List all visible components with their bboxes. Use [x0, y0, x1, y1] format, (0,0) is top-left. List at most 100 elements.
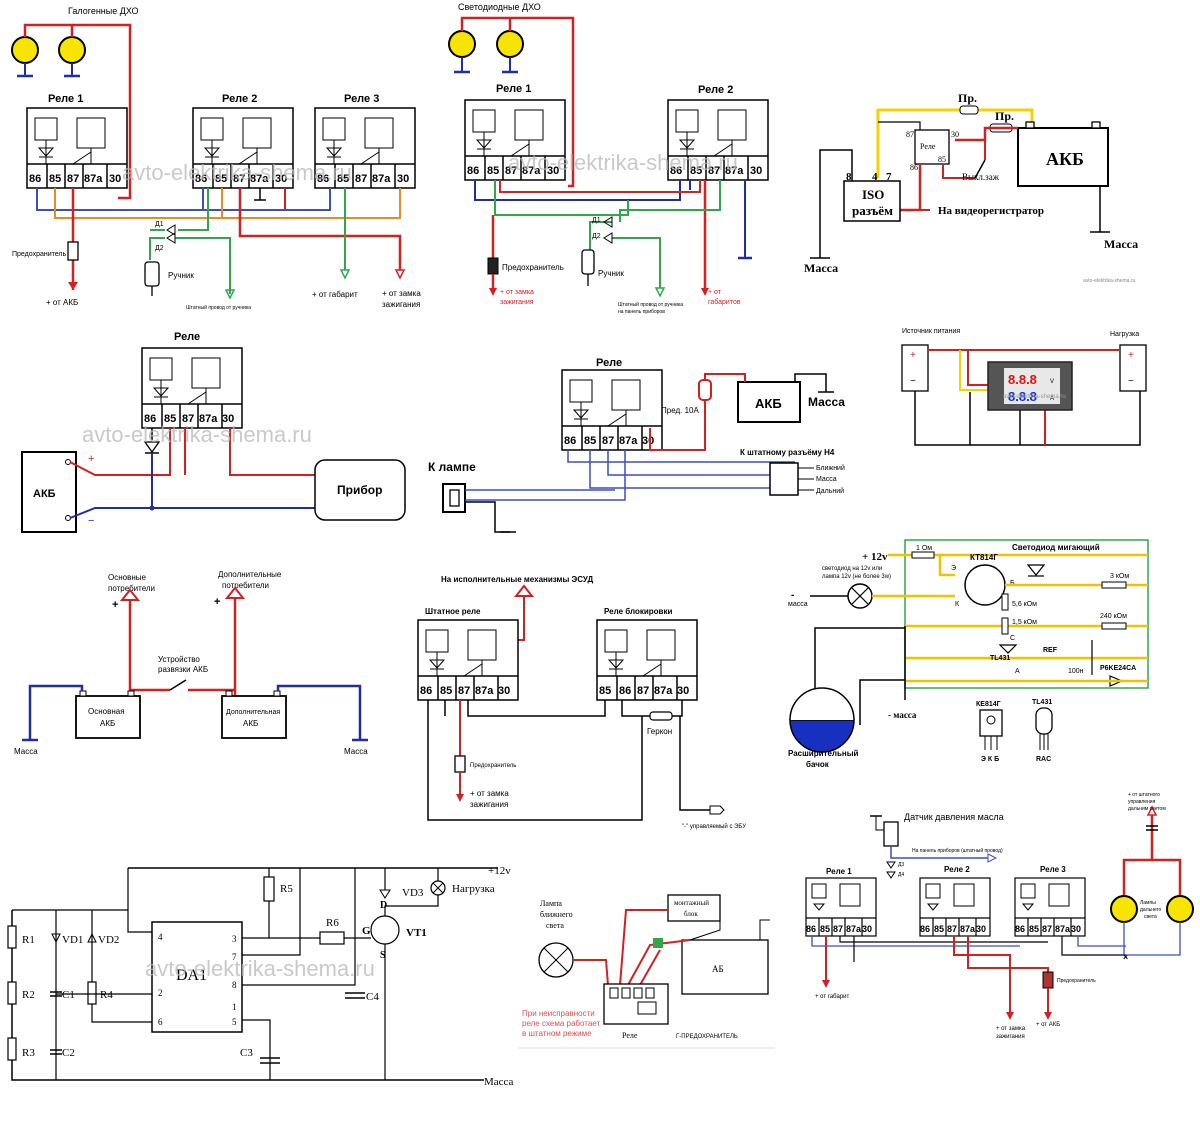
svg-text:85: 85	[215, 173, 227, 185]
svg-text:R4: R4	[100, 989, 113, 1001]
svg-text:85: 85	[820, 924, 830, 934]
svg-text:Ручник: Ручник	[598, 269, 624, 278]
d1-relay3-label: Реле 3	[344, 93, 379, 105]
svg-text:К лампе: К лампе	[428, 460, 476, 474]
svg-text:+ от габарит: + от габарит	[312, 290, 358, 299]
svg-text:Реле: Реле	[622, 1031, 638, 1040]
svg-text:R5: R5	[280, 883, 293, 895]
svg-text:Ручник: Ручник	[168, 271, 194, 280]
d9-tl-package	[1035, 707, 1053, 735]
svg-text:Масса: Масса	[1104, 237, 1138, 251]
svg-text:V: V	[1050, 379, 1054, 385]
svg-text:+ от замка: + от замка	[996, 1026, 1026, 1032]
svg-text:8: 8	[232, 980, 237, 990]
d10-mosfet-icon	[370, 915, 400, 945]
svg-text:Пр.: Пр.	[958, 91, 977, 105]
svg-text:Э К Б: Э К Б	[981, 756, 999, 763]
d3-relay	[914, 129, 950, 165]
svg-text:240 кОм: 240 кОм	[1100, 613, 1127, 620]
diagram-low-beam: Лампа ближнего света монтажный блок АБ Р…	[518, 894, 775, 1049]
svg-text:86: 86	[920, 924, 930, 934]
svg-text:87a: 87a	[725, 165, 744, 177]
svg-text:Выкл.заж: Выкл.заж	[962, 172, 1000, 182]
svg-text:5,6 кОм: 5,6 кОм	[1012, 601, 1037, 608]
svg-text:Д1: Д1	[592, 217, 601, 224]
svg-text:Светодиод мигающий: Светодиод мигающий	[1012, 543, 1100, 552]
svg-text:Нагрузка: Нагрузка	[452, 883, 495, 895]
svg-text:Пред. 10А: Пред. 10А	[661, 406, 699, 415]
svg-text:87a: 87a	[250, 173, 269, 185]
svg-text:Масса: Масса	[808, 395, 845, 409]
svg-text:Реле: Реле	[920, 142, 936, 151]
svg-text:87a: 87a	[84, 173, 103, 185]
svg-text:Предохранитель: Предохранитель	[470, 763, 516, 769]
svg-text:зажигания: зажигания	[500, 299, 534, 306]
svg-text:R2: R2	[22, 989, 35, 1001]
svg-text:КТ814Г: КТ814Г	[970, 553, 998, 562]
svg-text:+: +	[88, 453, 94, 465]
svg-text:30: 30	[750, 165, 762, 177]
d12-high-beam-lamp-1-icon	[1110, 895, 1138, 923]
svg-text:R3: R3	[22, 1047, 35, 1059]
svg-text:"-" управляемый с ЭБУ: "-" управляемый с ЭБУ	[682, 823, 746, 830]
led-drl-lamp-1-icon	[448, 30, 476, 58]
svg-text:4: 4	[872, 171, 878, 183]
svg-text:Масса: Масса	[484, 1076, 514, 1088]
svg-text:+ от замка: + от замка	[500, 289, 534, 296]
svg-text:ближнего: ближнего	[540, 910, 573, 919]
svg-text:5: 5	[232, 1017, 237, 1027]
d12-cross: ×	[1123, 952, 1128, 962]
svg-text:Реле 1: Реле 1	[496, 83, 531, 95]
svg-text:Источник питания: Источник питания	[902, 328, 960, 335]
svg-text:Пр.: Пр.	[995, 109, 1014, 123]
svg-text:Д1: Д1	[155, 221, 164, 228]
d9-ke-package	[979, 709, 1003, 737]
svg-text:светодиод на 12v или: светодиод на 12v или	[822, 566, 882, 572]
svg-text:RAC: RAC	[1036, 756, 1051, 763]
svg-text:+ от замка: + от замка	[470, 789, 509, 798]
svg-text:C2: C2	[62, 1047, 75, 1059]
svg-text:−: −	[1128, 376, 1134, 387]
svg-text:avto-elektrika-shema.ru: avto-elektrika-shema.ru	[145, 956, 375, 981]
d4-device	[314, 459, 406, 521]
diagram-ecu-block: На исполнительные механизмы ЭСУД Штатное…	[417, 575, 746, 830]
svg-text:86: 86	[195, 173, 207, 185]
svg-text:+ 12v: + 12v	[862, 551, 888, 563]
svg-text:86: 86	[467, 165, 479, 177]
svg-text:VD3: VD3	[402, 887, 424, 899]
svg-text:86: 86	[1015, 924, 1025, 934]
svg-text:avto-elektrika-shema.ru: avto-elektrika-shema.ru	[82, 422, 312, 447]
svg-text:86: 86	[806, 924, 816, 934]
svg-text:зажигания: зажигания	[382, 300, 420, 309]
svg-text:1: 1	[232, 1002, 237, 1012]
svg-text:Масса: Масса	[14, 747, 38, 756]
svg-text:DA1: DA1	[176, 967, 207, 984]
d1-title: Галогенные ДХО	[68, 6, 139, 16]
svg-text:86: 86	[29, 173, 41, 185]
svg-text:Г-ПРЕДОХРАНИТЕЛЬ: Г-ПРЕДОХРАНИТЕЛЬ	[676, 1034, 738, 1040]
svg-text:света: света	[546, 921, 564, 930]
svg-text:Штатное реле: Штатное реле	[425, 607, 481, 616]
svg-text:+ от: + от	[708, 289, 722, 296]
svg-text:габаритов: габаритов	[708, 298, 741, 306]
svg-text:−: −	[910, 376, 916, 387]
svg-text:Д2: Д2	[155, 245, 164, 252]
d1-relay2-label: Реле 2	[222, 93, 257, 105]
svg-text:86: 86	[670, 165, 682, 177]
svg-text:АБ: АБ	[712, 964, 724, 974]
svg-text:блок: блок	[684, 910, 698, 918]
svg-text:На панель приборов (штатный пр: На панель приборов (штатный провод)	[912, 847, 1003, 854]
svg-text:развязки АКБ: развязки АКБ	[158, 665, 208, 674]
svg-text:D: D	[380, 900, 387, 911]
svg-text:87a: 87a	[522, 165, 541, 177]
svg-text:avto-elektrika-shema.ru: avto-elektrika-shema.ru	[1003, 394, 1066, 400]
svg-text:A: A	[1050, 396, 1054, 402]
diagram-dvr-power: Пр. Пр. АКБ Реле 87 30 86 85 На видеорег…	[804, 91, 1138, 284]
svg-text:На видеорегистратор: На видеорегистратор	[938, 205, 1044, 217]
svg-text:30: 30	[642, 435, 654, 447]
svg-text:разъём: разъём	[852, 203, 893, 218]
svg-text:Реле: Реле	[174, 331, 200, 343]
